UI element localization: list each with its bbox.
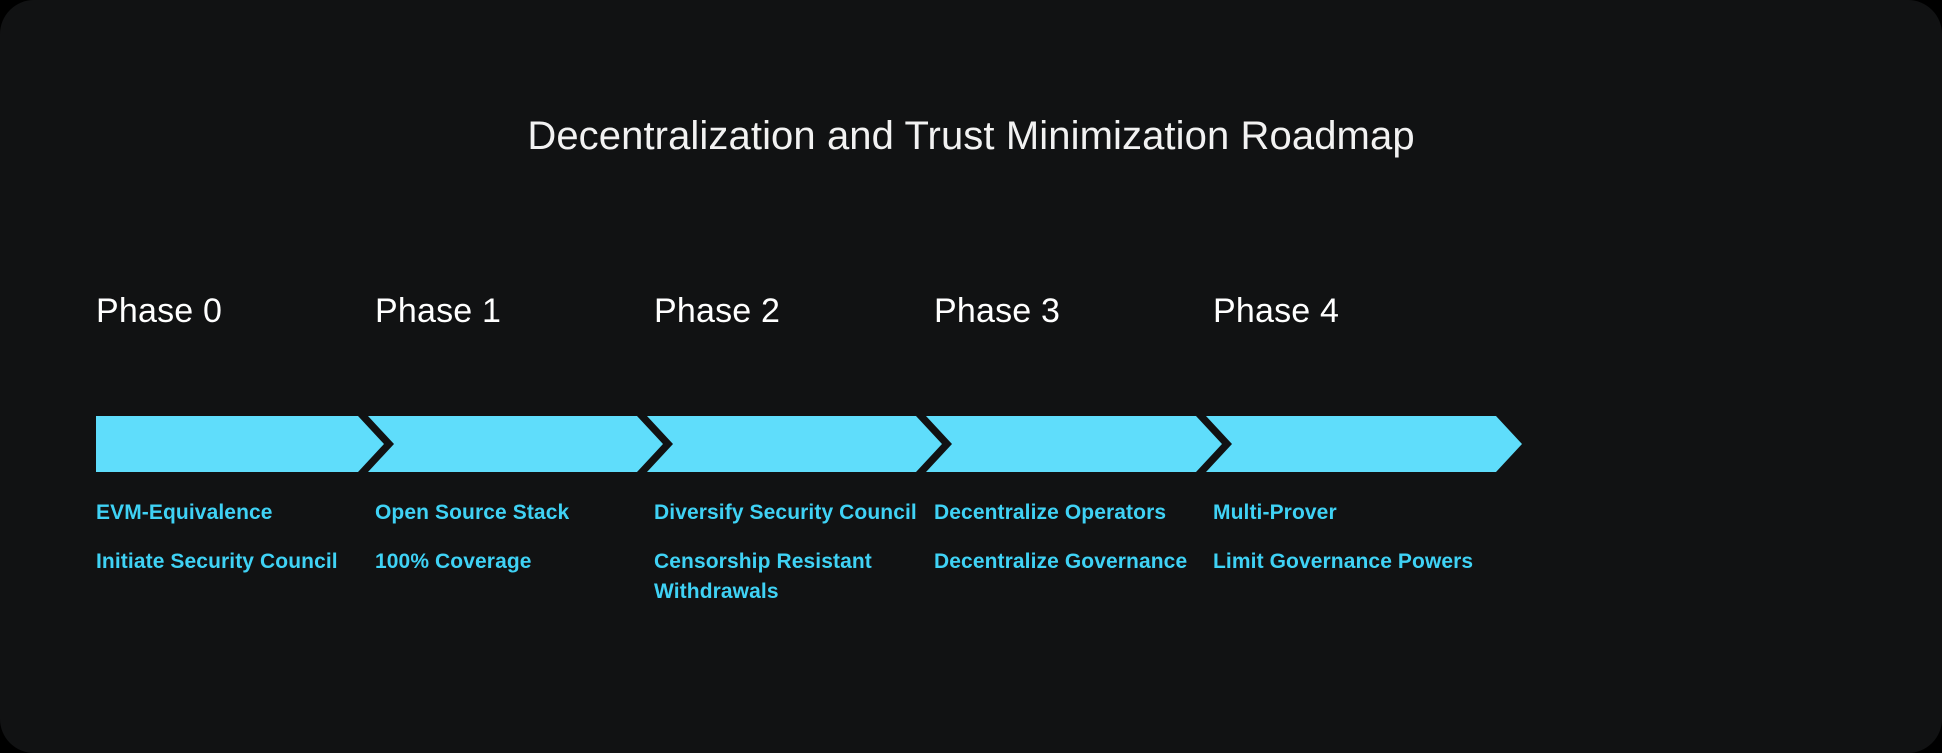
phase-item: Limit Governance Powers (1213, 550, 1474, 573)
phase-item: Decentralize Governance (934, 550, 1188, 573)
phase-item: Decentralize Operators (934, 501, 1167, 524)
phase-label-2: Phase 2 (654, 292, 781, 330)
phase-label-4: Phase 4 (1213, 292, 1340, 330)
phase-item: Open Source Stack (375, 501, 570, 524)
phases-row: Phase 0 EVM-Equivalence Initiate Securit… (96, 290, 1846, 650)
phase-arrow-0 (96, 416, 384, 472)
chevron-arrow-segment-icon (96, 416, 384, 472)
phase-item: EVM-Equivalence (96, 501, 273, 524)
chevron-arrow-segment-icon (926, 416, 1222, 472)
phase-column-1: Phase 1 (375, 290, 723, 346)
chevron-arrow-segment-icon (647, 416, 942, 472)
phase-arrow-4 (1206, 416, 1522, 472)
phase-items-4: Multi-Prover Limit Governance Powers (1213, 498, 1543, 577)
page-title: Decentralization and Trust Minimization … (527, 114, 1415, 158)
phase-arrow-3 (926, 416, 1222, 472)
phase-item: Multi-Prover (1213, 501, 1337, 524)
phase-label-0: Phase 0 (96, 292, 223, 330)
phase-items-3: Decentralize Operators Decentralize Gove… (934, 498, 1234, 577)
phase-items-0: EVM-Equivalence Initiate Security Counci… (96, 498, 396, 577)
chevron-arrow-segment-icon (1206, 416, 1522, 472)
phase-column-0: Phase 0 (96, 290, 444, 346)
phase-label-1: Phase 1 (375, 292, 502, 330)
phase-item: Initiate Security Council (96, 550, 338, 573)
phase-items-1: Open Source Stack 100% Coverage (375, 498, 675, 577)
phase-item: 100% Coverage (375, 550, 532, 573)
phase-column-3: Phase 3 (934, 290, 1282, 346)
phase-label-3: Phase 3 (934, 292, 1061, 330)
phase-items-2: Diversify Security Council Censorship Re… (654, 498, 944, 607)
chevron-arrow-segment-icon (368, 416, 663, 472)
phase-column-2: Phase 2 (654, 290, 1002, 346)
phase-arrow-2 (647, 416, 942, 472)
phase-item: Censorship Resistant Withdrawals (654, 550, 872, 603)
phase-arrow-1 (368, 416, 663, 472)
phase-column-4: Phase 4 (1213, 290, 1561, 346)
phase-item: Diversify Security Council (654, 501, 917, 524)
